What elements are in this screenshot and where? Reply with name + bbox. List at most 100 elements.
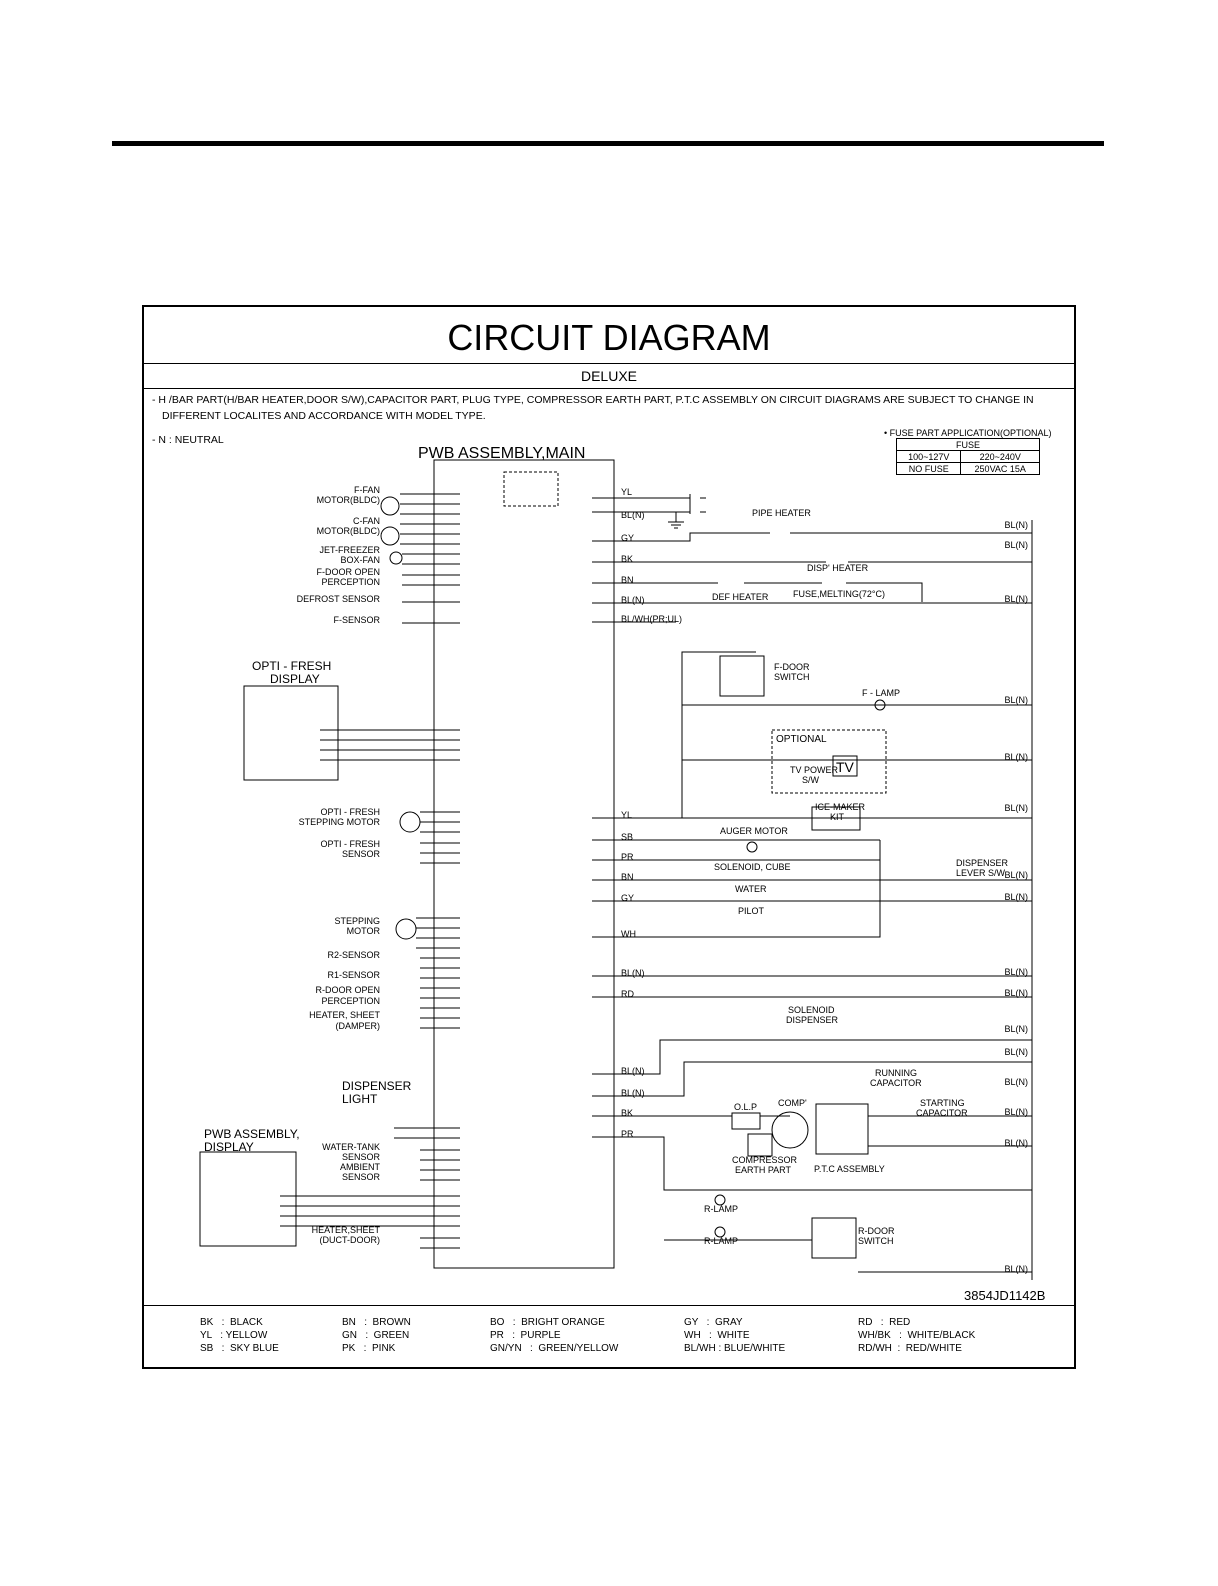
- component-label: CAPACITOR: [916, 1108, 968, 1118]
- f-door-switch-box: [719, 655, 765, 697]
- component-label: C-FAN: [353, 516, 380, 526]
- wire-label: PR: [621, 852, 634, 862]
- legend-col-3: BO : BRIGHT ORANGE PR : PURPLE GN/YN : GRE…: [490, 1316, 618, 1355]
- component-label: PERCEPTION: [321, 996, 380, 1006]
- component-label: FUSE,MELTING(72°C): [793, 589, 885, 599]
- neutral-label: BL(N): [1004, 1138, 1028, 1148]
- legend-item: RD/WH : RED/WHITE: [858, 1343, 962, 1354]
- display-board-label: PWB ASSEMBLY,DISPLAY: [204, 1127, 300, 1154]
- wire-label: BL(N): [621, 968, 645, 978]
- component-label: F - LAMP: [862, 688, 900, 698]
- main-board-outline: [433, 459, 615, 1269]
- wire-label: BL(N): [621, 595, 645, 605]
- legend-item: WH/BK : WHITE/BLACK: [858, 1330, 976, 1341]
- component-label: OPTI - FRESH: [320, 839, 380, 849]
- neutral-label: BL(N): [1004, 695, 1028, 705]
- wh-wire: [592, 840, 881, 938]
- f-lamp-icon: [874, 699, 886, 711]
- note-neutral: - N : NEUTRAL: [152, 434, 224, 446]
- component-label: SWITCH: [858, 1236, 894, 1246]
- opti-stepping-motor-icon: [399, 811, 421, 833]
- component-label: SENSOR: [342, 849, 381, 859]
- legend-item: YL : YELLOW: [200, 1330, 268, 1341]
- component-label: DEFROST SENSOR: [297, 594, 381, 604]
- legend-item: GN : GREEN: [342, 1330, 410, 1341]
- opti-display-box: [243, 685, 339, 781]
- optional-label: OPTIONAL: [776, 734, 827, 745]
- legend-item: RD : RED: [858, 1317, 911, 1328]
- legend-item: WH : WHITE: [684, 1330, 750, 1341]
- r-door-switch-box: [811, 1217, 857, 1259]
- olp-box: [731, 1112, 761, 1130]
- fuse-part-box: [503, 471, 559, 507]
- neutral-label: BL(N): [1004, 520, 1028, 530]
- neutral-label: BL(N): [1004, 594, 1028, 604]
- drawing-code: 3854JD1142B: [964, 1288, 1045, 1303]
- wire-label: GY: [621, 533, 634, 543]
- fuse-cell: NO FUSE: [895, 462, 962, 475]
- neutral-label: BL(N): [1004, 988, 1028, 998]
- component-label: CAPACITOR: [870, 1078, 922, 1088]
- component-label: (DUCT-DOOR): [320, 1235, 381, 1245]
- legend-item: BK : BLACK: [200, 1317, 263, 1328]
- r-door-wires: [420, 997, 460, 1029]
- fuse-cell: 250VAC 15A: [960, 462, 1040, 475]
- neutral-label: BL(N): [1004, 1024, 1028, 1034]
- wire-label: BK: [621, 554, 633, 564]
- jet-freezer-fan-icon: [389, 551, 403, 565]
- neutral-label: BL(N): [1004, 1107, 1028, 1117]
- neutral-label: BL(N): [1004, 540, 1028, 550]
- pipe-heater-wire: [592, 532, 1032, 542]
- fan-wires: [400, 493, 460, 545]
- dispenser-light-wires: [394, 1127, 460, 1139]
- ptc-wires: [858, 1115, 1032, 1273]
- legend-item: PR : PURPLE: [490, 1330, 561, 1341]
- component-label: R-LAMP: [704, 1236, 738, 1246]
- component-label: AUGER MOTOR: [720, 826, 788, 836]
- component-label: LEVER S/W: [956, 868, 1006, 878]
- component-label: (DAMPER): [336, 1021, 381, 1031]
- main-board-label: PWB ASSEMBLY,MAIN: [418, 445, 585, 462]
- con2-bln-1: [592, 1039, 1032, 1075]
- component-label: F-DOOR OPEN: [316, 567, 380, 577]
- power-plug: [592, 494, 706, 514]
- component-label: TV POWER: [790, 765, 839, 775]
- component-label: OPTI - FRESH: [320, 807, 380, 817]
- component-label: MOTOR(BLDC): [317, 526, 380, 536]
- component-label: R2-SENSOR: [327, 950, 380, 960]
- wire-label: BL/WH(PR;UL): [621, 614, 682, 624]
- component-label: COMPRESSOR: [732, 1155, 798, 1165]
- component-label: MOTOR(BLDC): [317, 495, 380, 505]
- optional-box: [771, 729, 887, 794]
- opti-display-wires: [320, 729, 460, 761]
- diagram-frame: CIRCUIT DIAGRAM DELUXE - H /BAR PART(H/B…: [142, 305, 1076, 1369]
- neutral-label: BL(N): [1004, 803, 1028, 813]
- component-label: P.T.C ASSEMBLY: [814, 1164, 885, 1174]
- component-label: BOX-FAN: [340, 555, 380, 565]
- legend-item: GN/YN : GREEN/YELLOW: [490, 1343, 619, 1354]
- r-lamp-icon: [714, 1194, 726, 1206]
- component-label: R1-SENSOR: [327, 970, 380, 980]
- fuse-table-title: • FUSE PART APPLICATION(OPTIONAL): [884, 428, 1052, 438]
- component-label: DISPENSER: [786, 1015, 839, 1025]
- component-label: SWITCH: [774, 672, 810, 682]
- component-label: RUNNING: [875, 1068, 917, 1078]
- component-label: SENSOR: [342, 1152, 381, 1162]
- component-label: F-DOOR: [774, 662, 810, 672]
- component-label: F-FAN: [354, 485, 380, 495]
- component-label: SOLENOID, CUBE: [714, 862, 791, 872]
- wire-label: YL: [621, 487, 632, 497]
- stepping-motor-icon: [395, 918, 417, 940]
- legend-item: BO : BRIGHT ORANGE: [490, 1317, 605, 1328]
- wire-label: BL(N): [621, 1088, 645, 1098]
- wire-label: BN: [621, 575, 634, 585]
- legend-col-5: RD : RED WH/BK : WHITE/BLACK RD/WH : RED/W…: [858, 1316, 975, 1355]
- neutral-label: BL(N): [1004, 1077, 1028, 1087]
- component-label: R-DOOR OPEN: [315, 985, 380, 995]
